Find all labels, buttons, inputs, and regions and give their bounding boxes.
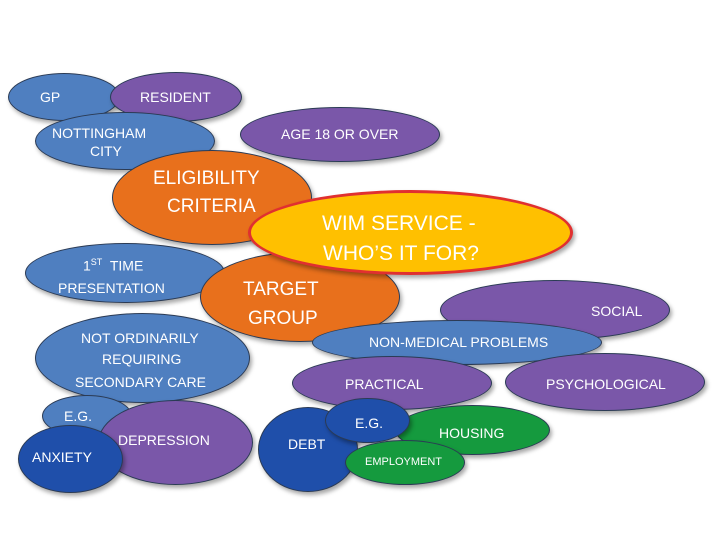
first-time-number: 1 [83,257,91,274]
eg-left-label: E.G. [64,408,93,424]
employment-label: EMPLOYMENT [365,456,443,468]
age-node [240,107,440,162]
social-label: SOCIAL [591,303,643,319]
not-ordinarily-label-2: REQUIRING [102,351,182,367]
gp-node [8,73,120,121]
wim-service-label-2: WHO’S IT FOR? [323,242,479,265]
depression-label: DEPRESSION [118,432,210,448]
practical-node [292,356,492,410]
not-ordinarily-node [35,313,250,403]
anxiety-label: ANXIETY [32,449,92,465]
gp-label: GP [40,89,61,105]
employment-node [345,440,465,485]
first-time-presentation-node [25,243,225,303]
wim-service-label-1: WIM SERVICE - [322,212,476,235]
housing-label: HOUSING [439,425,505,441]
wim-service-node [248,190,573,275]
non-medical-problems-label: NON-MEDICAL PROBLEMS [369,334,549,350]
target-group-label-2: GROUP [248,308,318,329]
eg-right-label: E.G. [355,415,384,431]
practical-label: PRACTICAL [345,376,424,392]
psychological-node [505,353,705,411]
eg-right-node [325,398,410,443]
eligibility-criteria-label-1: ELIGIBILITY [153,168,260,189]
nottingham-city-label-2: CITY [90,143,122,159]
eligibility-criteria-label-2: CRITERIA [167,196,256,217]
not-ordinarily-label-1: NOT ORDINARILY [81,330,199,346]
debt-label: DEBT [288,436,326,452]
nottingham-city-label-1: NOTTINGHAM [52,125,147,141]
depression-node [98,400,253,485]
target-group-label-1: TARGET [243,279,319,300]
first-time-presentation-label-2: PRESENTATION [58,280,165,296]
first-time-presentation-label-1: 1ST TIME [83,257,143,274]
first-time-word: TIME [109,257,144,274]
first-time-superscript: ST [90,257,103,267]
age-label: AGE 18 OR OVER [281,126,399,142]
not-ordinarily-label-3: SECONDARY CARE [75,374,206,390]
psychological-label: PSYCHOLOGICAL [546,376,666,392]
resident-label: RESIDENT [140,89,211,105]
anxiety-node [18,425,123,493]
